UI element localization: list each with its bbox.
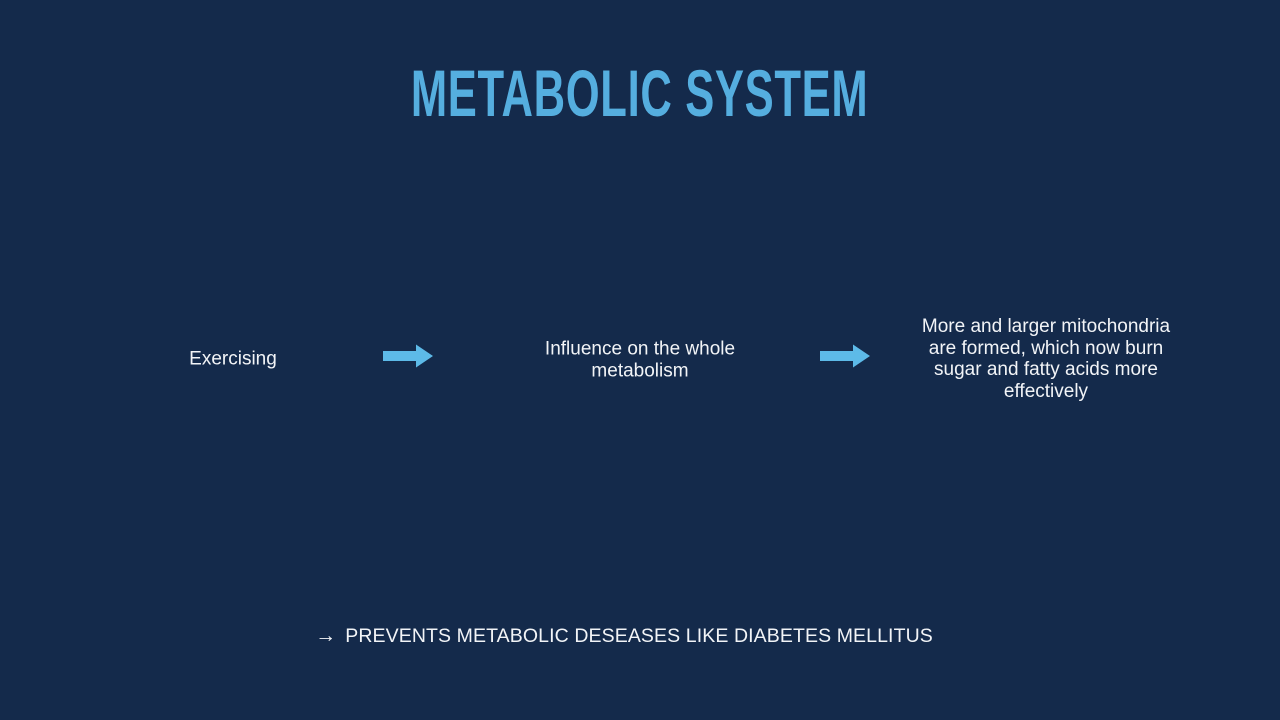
flow-step-influence: Influence on the whole metabolism [544,338,736,382]
page-title: METABOLIC SYSTEM [411,56,869,130]
right-arrow-icon [820,344,870,368]
right-arrow-glyph-icon: → [315,624,337,647]
right-arrow-icon [383,344,433,368]
footer-conclusion: → PREVENTS METABOLIC DESEASES LIKE DIABE… [315,624,933,648]
flow-step-mitochondria: More and larger mitochondria are formed,… [921,316,1171,402]
flow-step-exercising: Exercising [189,348,277,370]
footer-text: PREVENTS METABOLIC DESEASES LIKE DIABETE… [345,624,933,647]
title-container: METABOLIC SYSTEM [0,60,1280,126]
